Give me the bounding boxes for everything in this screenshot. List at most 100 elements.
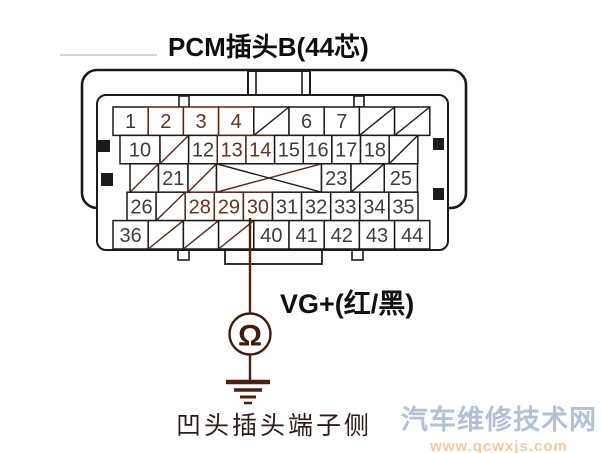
blocked-diagonal [216,163,322,193]
pin-number: 17 [335,140,357,162]
alignment-tab-bottom [177,249,190,261]
blocked-cell [358,106,396,137]
pin-number: 10 [129,140,151,162]
pin-number: 40 [260,225,282,247]
blocked-cell [388,134,419,165]
watermark-site-url: www.qcwxjs.com [430,438,568,453]
pin-cell-12: 12 [187,134,219,165]
pin-number: 12 [192,140,214,162]
pin-cell-14: 14 [245,134,276,165]
blocked-diagonal [155,191,186,222]
blocked-cell [217,219,255,250]
pin-cell-44: 44 [393,219,431,250]
pin-cell-34: 34 [359,191,390,222]
pin-number: 44 [401,225,423,247]
blocked-diagonal [147,220,184,250]
blocked-diagonal [350,163,385,193]
pin-number: 28 [189,196,211,218]
connector-latch [98,140,110,152]
blocked-cell [350,163,385,193]
pin-cell-41: 41 [288,219,325,250]
pin-number: 43 [366,225,388,247]
pin-number: 36 [119,225,141,247]
pin-number: 42 [331,225,353,247]
pin-number: 4 [231,111,242,133]
pin-cell-16: 16 [302,134,333,165]
connector-bottom-tab [224,249,323,265]
blocked-cell [147,219,185,250]
alignment-tab-bottom [351,249,364,261]
pin-cell-28: 28 [184,191,216,222]
blocked-cell [182,219,220,250]
blocked-diagonal [388,134,419,165]
pin-number: 25 [390,168,412,190]
pin-number: 6 [301,111,312,133]
alignment-tab [178,95,190,108]
connector-latch [433,188,444,200]
pin-cell-7: 7 [323,106,361,137]
blocked-cell [187,163,218,193]
pin-cell-17: 17 [331,134,362,165]
blocked-cell [159,134,190,165]
pin-cell-26: 26 [126,191,157,222]
pin-cell-30: 30 [242,191,274,222]
blocked-diagonal [358,106,396,136]
pin-number: 41 [295,225,317,247]
pin-cell-31: 31 [271,191,303,222]
pin-cell-42: 42 [323,219,361,250]
blocked-diagonal [218,220,255,250]
alignment-tab [353,95,365,108]
pin-cell-32: 32 [300,191,332,222]
blocked-cell [155,191,186,222]
pin-cell-4: 4 [217,106,255,137]
pin-cell-25: 25 [383,163,419,193]
pin-number: 15 [278,140,300,162]
pin-number: 18 [364,140,386,162]
pin-number: 26 [130,196,152,218]
probe-circuit: Ω [226,218,272,405]
blocked-cell [393,106,431,137]
watermark: 汽车维修技术网 www.qcwxjs.com [396,398,602,453]
pin-number: 23 [325,168,347,190]
pin-cell-21: 21 [157,163,189,193]
pin-cell-10: 10 [119,134,161,165]
ohm-symbol: Ω [238,320,262,353]
pin-number: 14 [249,140,271,162]
blocked-cell [253,106,290,137]
pin-number: 30 [247,196,269,218]
pin-cell-33: 33 [329,191,361,222]
pin-cell-23: 23 [320,163,352,193]
pin-cell-18: 18 [359,134,390,165]
pin-cell-6: 6 [288,106,325,137]
pin-number: 34 [363,196,385,218]
pin-number: 33 [334,196,356,218]
blocked-diagonal [159,134,190,165]
pin-cell-36: 36 [112,219,149,250]
blocked-diagonal [129,163,159,193]
blocked-diagonal [182,220,220,250]
pin-cell-3: 3 [182,106,220,137]
pin-cell-29: 29 [213,191,245,222]
ground-symbol [226,379,270,405]
pin-cell-1: 1 [112,106,149,137]
watermark-site-name: 汽车维修技术网 [401,405,597,435]
blocked-diagonal [253,106,290,136]
connector-latch [433,138,444,150]
pin-number: 1 [125,111,136,133]
connector-top-tab [247,70,311,97]
pin-number: 3 [195,111,206,133]
pin-number: 16 [306,140,328,162]
pin-number: 21 [162,168,184,190]
blocked-diagonal [394,106,431,136]
pin-number: 35 [392,196,414,218]
page-title: PCM插头B(44芯) [168,32,369,62]
blocked-diagonal [187,163,217,193]
pin-cell-40: 40 [253,219,290,250]
pin-cell-43: 43 [358,219,396,250]
pin-cell-2: 2 [147,106,185,137]
pin-number: 2 [160,111,171,133]
pin-number: 29 [218,196,240,218]
